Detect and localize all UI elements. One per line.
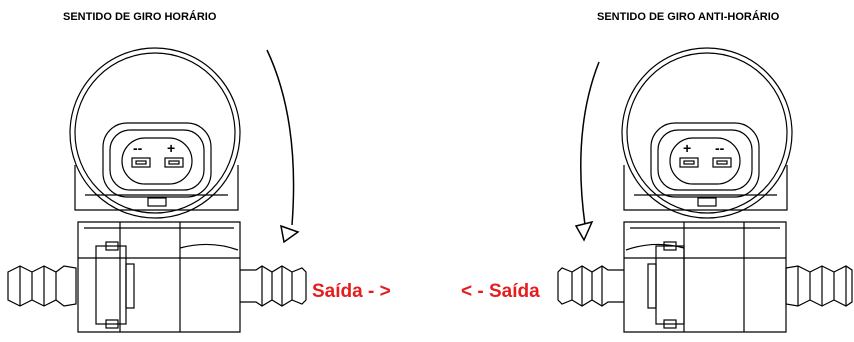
left-pump-title: SENTIDO DE GIRO HORÁRIO [63,11,217,23]
left-outlet-label: Saída - > [312,281,391,302]
right-outlet-label: < - Saída [461,281,540,302]
left-pump-drawing: -- + [7,47,307,333]
pin-slot-positive [679,157,699,168]
counterclockwise-arrow-icon [574,61,600,242]
pin-slot-negative [131,157,151,168]
connector-plug [102,122,212,198]
connector-plug [650,122,760,198]
terminal-label-positive: + [683,140,691,156]
clockwise-arrow-icon [266,49,300,244]
pin-slot-negative [712,157,732,168]
right-pump-drawing: + -- [557,47,853,333]
right-pump-title: SENTIDO DE GIRO ANTI-HORÁRIO [597,11,780,23]
terminal-label-negative: -- [133,140,143,156]
motor-housing [69,47,241,219]
terminal-label-negative: -- [715,140,725,156]
motor-housing [621,47,793,219]
pin-slot-positive [164,157,184,168]
terminal-label-positive: + [167,140,175,156]
